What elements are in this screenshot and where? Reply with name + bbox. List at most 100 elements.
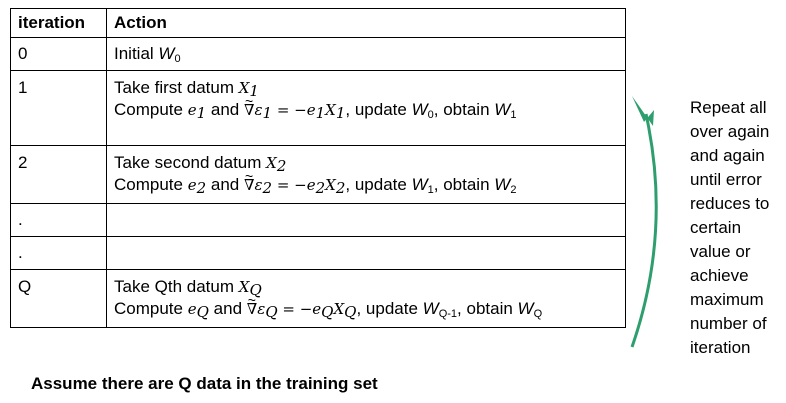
note-line: over again — [690, 122, 770, 141]
datum-subscript: Q — [344, 303, 357, 321]
note-line: reduces to — [690, 194, 770, 213]
weight-subscript: 0 — [427, 109, 434, 121]
tilde-mark: ~ — [245, 93, 254, 109]
table-row: 1 Take first datum X1 Compute e1 and ~∇ε… — [10, 70, 626, 146]
gradient-symbol: ~∇ — [244, 93, 255, 121]
equals-minus: = − — [282, 300, 313, 318]
datum-subscript: Q — [249, 281, 262, 299]
table-row: 0 Initial W0 — [10, 37, 626, 71]
footer-note: Assume there are Q data in the training … — [31, 374, 378, 393]
iteration-cell: 1 — [10, 70, 107, 146]
equals-minus: = − — [276, 101, 307, 119]
datum-symbol: X — [333, 300, 345, 318]
note-line: and again — [690, 146, 765, 165]
weight-subscript: Q — [533, 308, 543, 320]
note-line: certain — [690, 218, 742, 237]
note-line: iteration — [690, 338, 751, 357]
weight-symbol: W — [494, 175, 511, 194]
tilde-mark: ~ — [245, 168, 254, 184]
compute-text: Compute — [114, 175, 183, 194]
iteration-cell: 2 — [10, 145, 107, 204]
weight-subscript: 0 — [174, 53, 181, 65]
datum-subscript: 2 — [276, 157, 287, 175]
gradient-subscript: Q — [265, 303, 278, 321]
weight-subscript: Q-1 — [438, 308, 458, 320]
error-symbol: e — [312, 300, 322, 318]
weight-subscript: 2 — [510, 184, 517, 196]
arrow-head — [632, 96, 654, 126]
note-line: number of — [690, 314, 767, 333]
and-text: and — [210, 100, 240, 119]
weight-symbol: W — [158, 44, 175, 63]
datum-symbol: X — [238, 79, 250, 97]
update-text: , update — [345, 175, 407, 194]
note-line: maximum — [690, 290, 764, 309]
compute-text: Compute — [114, 100, 183, 119]
gradient-symbol: ~∇ — [246, 292, 258, 320]
epsilon-symbol: ε — [254, 176, 263, 194]
note-line: value or — [690, 242, 751, 261]
obtain-text: , obtain — [433, 100, 490, 119]
nabla-glyph: ∇ — [244, 101, 255, 119]
repeat-arrow-icon — [630, 96, 658, 348]
header-iteration: iteration — [10, 8, 107, 38]
error-symbol: e — [187, 101, 197, 119]
table-row: . — [10, 203, 626, 237]
note-line: achieve — [690, 266, 749, 285]
table-row: 2 Take second datum X2 Compute e2 and ~∇… — [10, 145, 626, 204]
weight-symbol: W — [411, 175, 428, 194]
error-symbol: e — [187, 300, 197, 318]
update-text: , update — [345, 100, 407, 119]
header-action: Action — [106, 8, 626, 38]
action-cell: Take Qth datum XQ Compute eQ and ~∇εQ = … — [106, 269, 626, 328]
weight-subscript: 1 — [510, 109, 517, 121]
note-line: Repeat all — [690, 98, 767, 117]
error-subscript: 1 — [196, 104, 207, 122]
nabla-glyph: ∇ — [246, 300, 258, 318]
weight-symbol: W — [494, 100, 511, 119]
update-text: , update — [356, 299, 418, 318]
gradient-symbol: ~∇ — [244, 168, 255, 196]
error-symbol: e — [306, 101, 316, 119]
table-row: Q Take Qth datum XQ Compute eQ and ~∇εQ … — [10, 269, 626, 328]
action-cell — [106, 236, 626, 270]
and-text: and — [213, 299, 243, 318]
weight-symbol: W — [411, 100, 428, 119]
weight-symbol: W — [422, 299, 439, 318]
error-subscript: 2 — [315, 179, 326, 197]
datum-symbol: X — [238, 278, 250, 296]
repeat-note: Repeat all over again and again until er… — [690, 96, 786, 360]
gradient-subscript: 1 — [262, 104, 273, 122]
action-text: Take first datum — [114, 78, 234, 97]
action-text: Take Qth datum — [114, 277, 235, 296]
header-row: iteration Action — [10, 8, 626, 38]
action-text: Initial — [114, 44, 154, 63]
and-text: and — [210, 175, 240, 194]
action-cell: Take second datum X2 Compute e2 and ~∇ε2… — [106, 145, 626, 204]
action-cell: Initial W0 — [106, 37, 626, 71]
obtain-text: , obtain — [433, 175, 490, 194]
compute-text: Compute — [114, 299, 183, 318]
datum-subscript: 1 — [249, 82, 259, 100]
table-row: . — [10, 236, 626, 270]
datum-symbol: X — [325, 176, 336, 194]
iteration-cell: 0 — [10, 37, 107, 71]
epsilon-symbol: ε — [257, 300, 266, 318]
action-cell: Take first datum X1 Compute e1 and ~∇ε1 … — [106, 70, 626, 146]
obtain-text: , obtain — [457, 299, 513, 318]
action-cell — [106, 203, 626, 237]
error-symbol: e — [306, 176, 316, 194]
gradient-subscript: 2 — [262, 179, 273, 197]
error-subscript: 2 — [196, 179, 207, 197]
iteration-table: iteration Action 0 Initial W0 1 Take fir… — [10, 8, 626, 328]
nabla-glyph: ∇ — [244, 176, 255, 194]
error-subscript: Q — [321, 303, 334, 321]
datum-subscript: 1 — [335, 104, 346, 122]
weight-symbol: W — [517, 299, 534, 318]
error-subscript: 1 — [315, 104, 326, 122]
weight-subscript: 1 — [427, 184, 434, 196]
arrow-shaft — [630, 113, 658, 348]
error-symbol: e — [187, 176, 197, 194]
error-subscript: Q — [196, 303, 209, 321]
iteration-cell: . — [10, 236, 107, 270]
